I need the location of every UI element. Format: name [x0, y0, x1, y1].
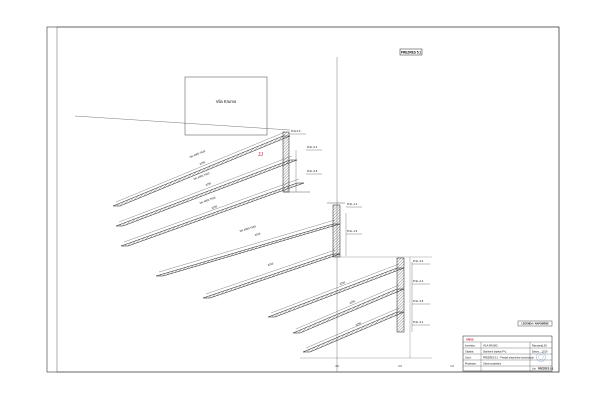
beam: 2250	[267, 263, 405, 318]
title-block-top-tag	[517, 320, 553, 327]
building-box-label: Vila Krumo	[216, 99, 237, 104]
column-lower	[396, 257, 405, 333]
beam: DK.4000.T620 2250	[115, 155, 298, 227]
axis-label: 3.0	[335, 364, 339, 368]
svg-text:Projektant:: Projektant:	[465, 362, 477, 365]
beam-group-lower: 2250 2250 2250	[267, 256, 432, 359]
svg-text:Objekat:: Objekat:	[465, 350, 474, 353]
svg-text:Pl.kt.-0.4: Pl.kt.-0.4	[307, 145, 318, 149]
beam-label: DK.4000.T620	[193, 171, 211, 181]
svg-text:Pl.kt.-2.0: Pl.kt.-2.0	[413, 259, 424, 263]
svg-text:Crtež:: Crtež:	[465, 356, 472, 359]
axis-line-horizontal	[74, 115, 291, 131]
axis-label: 2.0	[398, 364, 402, 368]
level-mark: Pl.kt.-1.2	[346, 202, 362, 208]
svg-text:List: List	[532, 367, 536, 370]
svg-text:Datum: Datum	[532, 350, 539, 353]
beam-dim: 2250	[267, 261, 274, 267]
svg-text:Glavni projektant: Glavni projektant	[483, 362, 501, 365]
beam: 2250	[302, 307, 405, 353]
svg-text:Pl.kt.-1.2: Pl.kt.-1.2	[347, 202, 358, 206]
beam-label: DK.4000.T620	[199, 195, 217, 205]
beam-dim: 2250	[199, 160, 206, 166]
svg-text:VILA KRUMO: VILA KRUMO	[483, 344, 498, 347]
svg-text:Pl.kt.-2.8: Pl.kt.-2.8	[413, 299, 424, 303]
beam-group-upper: DK.4000.T620 2250 DK.4000.T620 2250 DK.4…	[112, 131, 310, 247]
level-mark: Pl.kt.-1.6	[346, 229, 362, 235]
beam-label: DK.4000.T620	[239, 224, 257, 233]
beam-dim: 2250	[339, 280, 346, 286]
beam: 2250	[292, 284, 405, 334]
building-box	[184, 76, 268, 136]
svg-text:Pl.kt.-2.4: Pl.kt.-2.4	[413, 279, 424, 283]
column-upper	[282, 131, 290, 193]
column-middle	[332, 204, 341, 258]
axis-label: 1.0	[450, 364, 454, 368]
svg-text:Investitor:: Investitor:	[465, 344, 476, 347]
title-block: LEGENDA / NAPOMENE ARHIS Investitor: VIL…	[462, 320, 554, 372]
svg-text:Stambeni objekat P+1: Stambeni objekat P+1	[483, 350, 507, 353]
sheet-inner-frame	[56, 26, 560, 373]
stamp-icon	[536, 352, 546, 362]
svg-text:LEGENDA / NAPOMENE: LEGENDA / NAPOMENE	[521, 323, 549, 326]
level-mark: Pl.kt.-2.4	[412, 279, 430, 285]
level-mark: Pl.kt.-0.8	[306, 169, 322, 175]
level-mark: Pl.kt.-2.8	[412, 299, 430, 305]
svg-text:PREZRES 5.1 - Presjek stepeniš: PREZRES 5.1 - Presjek stepenišne konstru…	[483, 356, 535, 359]
title-badge-text: PREZRES 5.1	[401, 50, 422, 54]
level-mark: Pl.kt.-0.4	[306, 145, 322, 151]
title-block-logo: ARHIS	[466, 339, 474, 342]
title-block-frame	[462, 335, 553, 372]
svg-text:Pl.kt.-1.6: Pl.kt.-1.6	[347, 229, 358, 233]
svg-text:Pl.kt.-0.8: Pl.kt.-0.8	[307, 169, 318, 173]
beam-dim: 2250	[254, 231, 261, 237]
beam-dim: 2250	[349, 299, 356, 305]
beam-label: DK.4000.T620	[189, 149, 207, 159]
beam: DK.4000.T620 2250	[155, 219, 341, 277]
beam-group-middle: DK.4000.T620 2250 2250	[155, 202, 347, 299]
beam-dim: 2250	[205, 181, 212, 187]
svg-text:2019: 2019	[542, 350, 548, 353]
svg-text:Razmjera: Razmjera	[532, 344, 543, 347]
title-badge	[399, 48, 423, 56]
svg-text:PREZRES 5.1: PREZRES 5.1	[538, 367, 554, 370]
svg-text:1:50: 1:50	[542, 344, 547, 347]
level-mark: Pl.kt.-3.2	[412, 320, 430, 326]
level-mark: Pl.kt.0.0	[289, 129, 306, 135]
sheet-outer-frame	[46, 26, 560, 373]
svg-text:Pl.kt.0.0: Pl.kt.0.0	[291, 129, 301, 133]
red-mark: JJ	[258, 152, 264, 158]
level-mark: Pl.kt.-2.0	[412, 259, 430, 265]
beam: DK.4000.T620 2250	[120, 178, 305, 247]
level-marks: Pl.kt.0.0 Pl.kt.-0.4 Pl.kt.-0.8 Pl.kt.-1…	[289, 129, 430, 326]
beam-dim: 2250	[355, 321, 362, 327]
svg-text:Pl.kt.-3.2: Pl.kt.-3.2	[413, 320, 424, 324]
beam-dim: 2250	[211, 204, 218, 210]
